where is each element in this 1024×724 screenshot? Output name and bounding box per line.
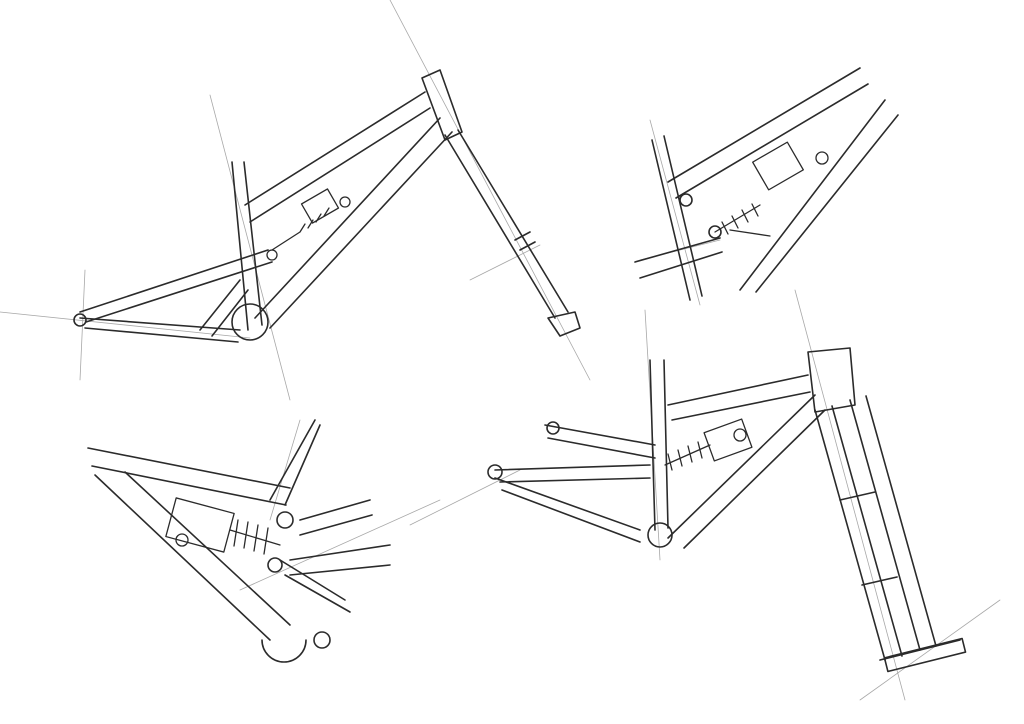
top-tube bbox=[667, 374, 811, 421]
sketch-linkage-closeup-left bbox=[87, 419, 441, 663]
down-tube bbox=[254, 117, 453, 329]
shock bbox=[266, 188, 351, 261]
seatstay bbox=[299, 499, 373, 536]
rocker-link bbox=[199, 279, 249, 337]
fork-dropout bbox=[547, 311, 581, 337]
seatstay bbox=[79, 249, 273, 323]
sketch-full-frame-left bbox=[0, 0, 591, 401]
top-tube bbox=[87, 447, 291, 506]
sketch-full-frame-right bbox=[409, 289, 1001, 701]
rocker-link bbox=[279, 559, 351, 613]
frame-lines bbox=[73, 69, 581, 343]
seat-tube bbox=[651, 135, 703, 301]
frame-lines bbox=[87, 419, 391, 663]
shock bbox=[165, 497, 281, 555]
rear-axle bbox=[73, 313, 87, 327]
head-tube bbox=[421, 69, 463, 141]
seat-tube bbox=[269, 419, 321, 506]
shock bbox=[714, 141, 829, 237]
bottom-bracket bbox=[231, 303, 269, 341]
sketch-shock-closeup-right bbox=[634, 67, 899, 306]
chainstay bbox=[289, 544, 391, 576]
chainstay bbox=[494, 464, 651, 483]
down-tube bbox=[94, 471, 291, 641]
top-tube bbox=[244, 91, 431, 223]
top-tube bbox=[667, 67, 869, 199]
shock bbox=[664, 418, 753, 471]
fork bbox=[814, 395, 967, 673]
chainstay bbox=[79, 317, 241, 343]
fork bbox=[444, 129, 569, 319]
frame-lines bbox=[634, 67, 899, 301]
head-tube bbox=[807, 347, 856, 413]
lower-stay bbox=[494, 477, 641, 543]
seatstay bbox=[544, 424, 656, 459]
frame-lines bbox=[487, 347, 856, 549]
down-tube bbox=[667, 394, 826, 549]
down-tube bbox=[739, 99, 899, 293]
chainstay bbox=[634, 237, 723, 279]
seat-tube bbox=[231, 161, 263, 331]
